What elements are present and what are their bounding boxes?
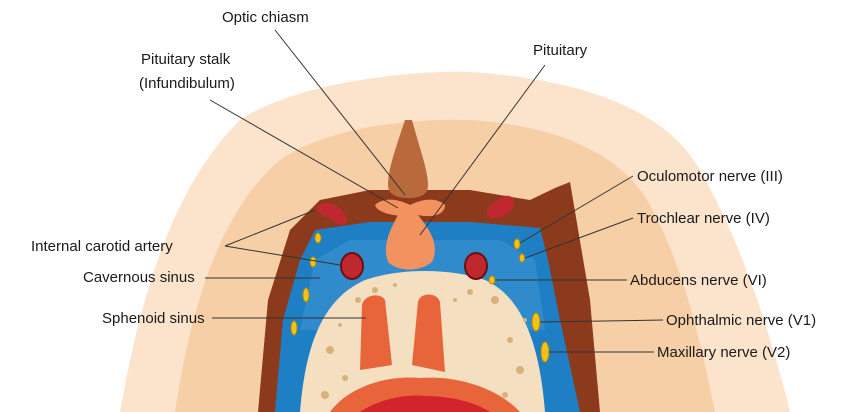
nerve-left-1 (315, 233, 321, 243)
label-pituitary-stalk-line1: Pituitary stalk (141, 51, 231, 68)
label-sphenoid-sinus: Sphenoid sinus (102, 310, 205, 327)
label-ophthalmic-nerve: Ophthalmic nerve (V1) (666, 312, 816, 329)
nerve-maxillary-right (541, 342, 549, 362)
label-pituitary: Pituitary (533, 42, 588, 59)
carotid-artery-left-sinus (341, 253, 363, 279)
label-pituitary-stalk-line2: (Infundibulum) (139, 75, 235, 92)
label-cavernous-sinus: Cavernous sinus (83, 269, 195, 286)
label-maxillary-nerve: Maxillary nerve (V2) (657, 344, 790, 361)
carotid-artery-right-sinus (465, 253, 487, 279)
label-oculomotor-nerve: Oculomotor nerve (III) (637, 168, 783, 185)
nerve-abducens-right (489, 276, 495, 284)
label-optic-chiasm: Optic chiasm (222, 9, 309, 26)
nerve-left-4 (291, 321, 297, 335)
label-internal-carotid-artery: Internal carotid artery (31, 238, 173, 255)
nerve-oculomotor-right (514, 239, 520, 249)
nerve-ophthalmic-right (532, 313, 540, 331)
nerve-trochlear-right (520, 254, 525, 262)
label-trochlear-nerve: Trochlear nerve (IV) (637, 210, 770, 227)
nerve-left-3 (303, 288, 309, 302)
nerve-left-2 (310, 257, 316, 267)
label-abducens-nerve: Abducens nerve (VI) (630, 272, 767, 289)
